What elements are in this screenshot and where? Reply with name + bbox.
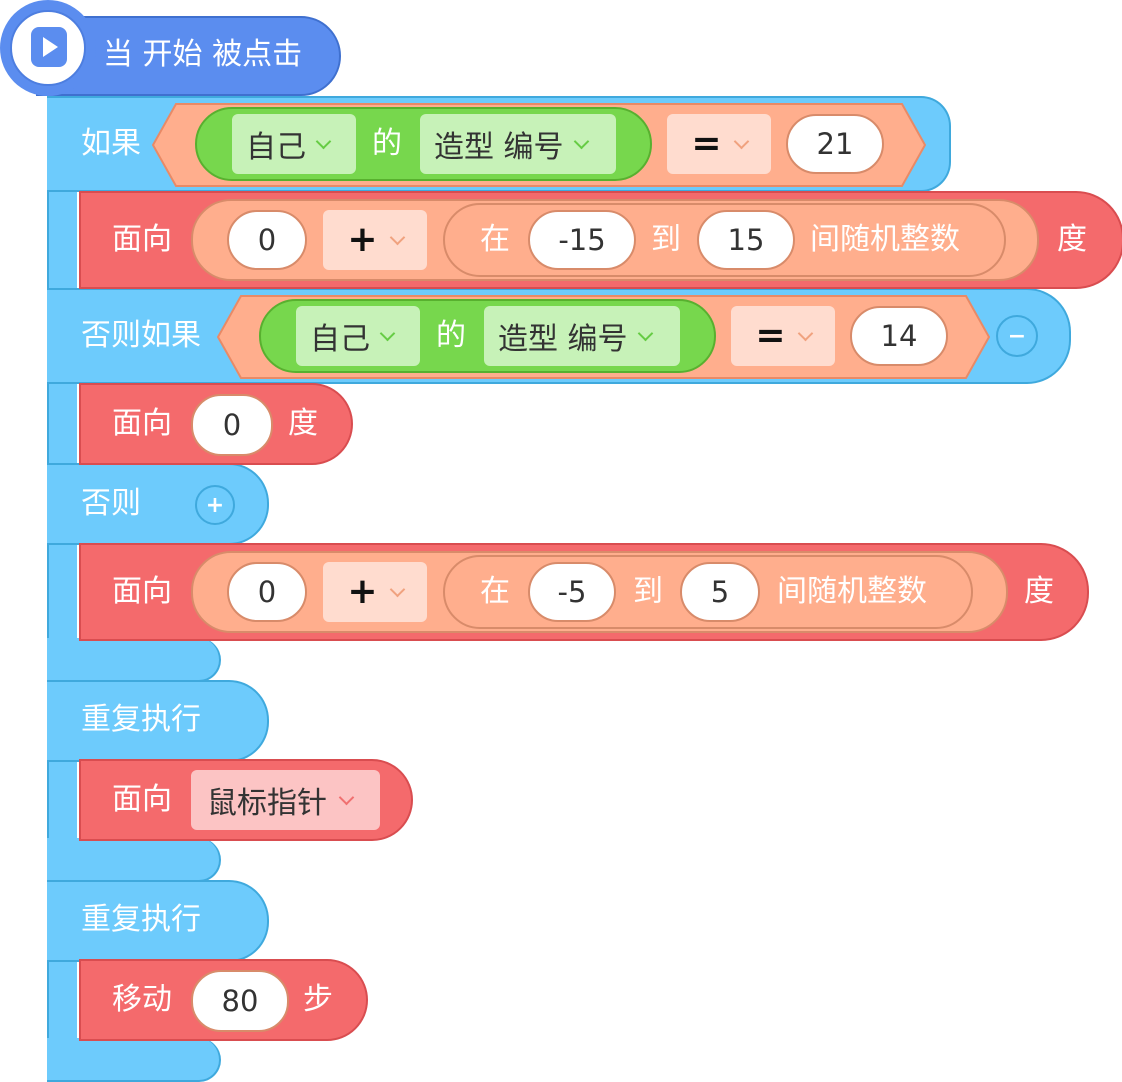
to-label-3: 到 [633, 574, 663, 609]
if-block[interactable] [47, 96, 77, 686]
operator-symbol: = [755, 315, 786, 356]
degree-unit-2: 度 [288, 406, 318, 441]
move-label: 移动 [112, 982, 172, 1017]
equals-operator-dropdown-1[interactable]: = [667, 114, 771, 174]
random-suffix-1: 间随机整数 [810, 222, 960, 257]
operator-symbol: = [691, 123, 722, 164]
base-value-input-1[interactable]: 0 [227, 210, 307, 270]
steps-unit: 步 [303, 982, 333, 1017]
face-label-2: 面向 [112, 406, 172, 441]
chevron-down-icon [733, 133, 749, 149]
remove-branch-button[interactable]: − [996, 315, 1038, 357]
operator-symbol: + [347, 571, 378, 612]
steps-input[interactable]: 80 [191, 970, 289, 1032]
chevron-down-icon [797, 325, 813, 341]
property-dropdown-1[interactable]: 造型 编号 [420, 114, 616, 174]
random-suffix-3: 间随机整数 [777, 574, 927, 609]
compare-value-input-1[interactable]: 21 [786, 114, 884, 174]
direction-input-2[interactable]: 0 [191, 394, 273, 456]
in-label-1: 在 [480, 222, 510, 257]
target-value: 自己 [246, 130, 306, 165]
target-value: 鼠标指针 [207, 786, 327, 821]
chevron-down-icon [573, 133, 589, 149]
chevron-down-icon [379, 325, 396, 341]
property-dropdown-2[interactable]: 造型 编号 [484, 306, 680, 366]
base-value-input-3[interactable]: 0 [227, 562, 307, 622]
chevron-down-icon [389, 229, 405, 245]
face-label-1: 面向 [112, 222, 172, 257]
chevron-down-icon [637, 325, 653, 341]
loop1-footer[interactable] [47, 838, 221, 882]
plus-operator-dropdown-3[interactable]: + [323, 562, 427, 622]
degree-unit-3: 度 [1024, 574, 1054, 609]
plus-operator-dropdown-1[interactable]: + [323, 210, 427, 270]
play-icon [31, 27, 67, 67]
random-from-input-1[interactable]: -15 [528, 210, 636, 270]
target-dropdown-2[interactable]: 自己 [296, 306, 420, 366]
chevron-down-icon [338, 789, 355, 805]
loop1-header[interactable] [47, 680, 269, 762]
else-label: 否则 [81, 486, 141, 521]
face-label-3: 面向 [112, 574, 172, 609]
random-to-input-3[interactable]: 5 [680, 562, 760, 622]
degree-unit-1: 度 [1057, 222, 1087, 257]
loop2-footer[interactable] [47, 1038, 221, 1082]
random-from-input-3[interactable]: -5 [528, 562, 616, 622]
property-value: 造型 编号 [498, 322, 628, 357]
if-footer[interactable] [47, 638, 221, 682]
to-label-1: 到 [651, 222, 681, 257]
target-dropdown-1[interactable]: 自己 [232, 114, 356, 174]
hat-label: 当 开始 被点击 [103, 37, 303, 72]
add-branch-button[interactable]: + [195, 485, 235, 525]
chevron-down-icon [315, 133, 332, 149]
point-towards-dropdown[interactable]: 鼠标指针 [191, 770, 380, 830]
if-label: 如果 [81, 126, 141, 161]
random-to-input-1[interactable]: 15 [697, 210, 795, 270]
equals-operator-dropdown-2[interactable]: = [731, 306, 835, 366]
in-label-3: 在 [480, 574, 510, 609]
of-label: 的 [436, 318, 466, 353]
target-value: 自己 [310, 322, 370, 357]
chevron-down-icon [389, 581, 405, 597]
loop1-label: 重复执行 [81, 702, 201, 737]
face-label-4: 面向 [112, 782, 172, 817]
of-label: 的 [372, 126, 402, 161]
loop2-label: 重复执行 [81, 902, 201, 937]
property-value: 造型 编号 [434, 130, 564, 165]
operator-symbol: + [347, 219, 378, 260]
loop2-header[interactable] [47, 880, 269, 962]
compare-value-input-2[interactable]: 14 [850, 306, 948, 366]
elseif-label: 否则如果 [81, 318, 201, 353]
